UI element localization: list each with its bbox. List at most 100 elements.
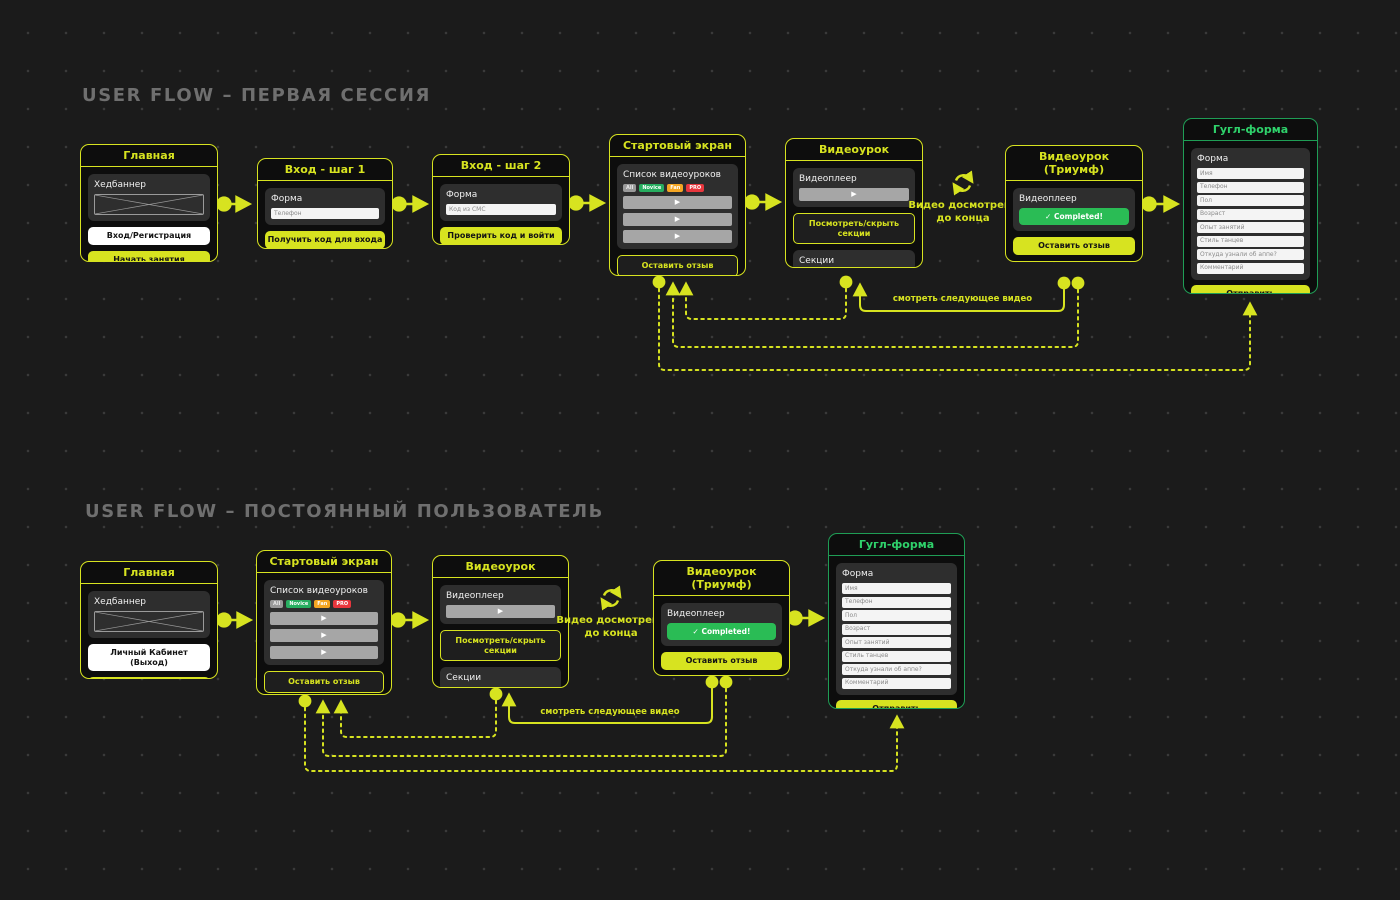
filter-tags: All Novice Fan PRO <box>623 184 732 192</box>
play-icon: ▶ <box>321 648 327 656</box>
card-title: Видеоурок (Триумф) <box>654 561 789 596</box>
image-placeholder <box>94 611 204 632</box>
form-field-comment[interactable]: Комментарий <box>1197 262 1304 274</box>
leave-review-button[interactable]: Оставить отзыв <box>661 652 782 670</box>
watch-next-label-flow2: смотреть следующее видео <box>540 707 680 717</box>
video-player[interactable]: ▶ <box>799 188 909 201</box>
leave-review-button[interactable]: Оставить отзыв <box>617 255 738 275</box>
video-player[interactable]: ▶ <box>446 605 555 618</box>
form-label: Форма <box>446 190 478 200</box>
video-watched-note-flow2: Видео досмотрено до конца <box>551 585 671 640</box>
card-login-step1: Вход - шаг 1 Форма Телефон Получить код … <box>257 158 393 249</box>
form-field-age[interactable]: Возраст <box>1197 208 1304 220</box>
play-icon: ▶ <box>321 614 327 622</box>
form-field-phone[interactable]: Телефон <box>1197 181 1304 193</box>
card-title: Вход - шаг 2 <box>433 155 569 177</box>
card-google-form-flow1: Гугл-форма Форма Имя Телефон Пол Возраст… <box>1183 118 1318 294</box>
form-field-dance-style[interactable]: Стиль танцев <box>842 650 951 662</box>
completed-badge: ✓ Completed! <box>667 623 776 640</box>
next-video-button[interactable]: Следующее видео <box>1013 260 1135 261</box>
submit-button[interactable]: Отправить <box>1191 284 1310 293</box>
player-label: Видеоплеер <box>799 174 857 184</box>
form-field-gender[interactable]: Пол <box>1197 195 1304 206</box>
leave-review-button[interactable]: Оставить отзыв <box>264 671 384 693</box>
check-icon: ✓ <box>692 627 699 636</box>
tag-fan[interactable]: Fan <box>314 600 331 608</box>
video-row[interactable]: ▶ <box>623 213 732 226</box>
edge-triumph-back-to-start <box>665 276 1085 348</box>
tag-pro[interactable]: PRO <box>686 184 705 192</box>
form-label: Форма <box>842 569 874 579</box>
start-lessons-button[interactable]: Начать занятия <box>88 677 210 678</box>
video-list-panel: Список видеоуроков All Novice Fan PRO ▶ … <box>264 580 384 665</box>
form-field-dance-style[interactable]: Стиль танцев <box>1197 235 1304 247</box>
video-watched-line2: до конца <box>584 627 638 639</box>
player-label: Видеоплеер <box>1019 194 1077 204</box>
form-field-experience[interactable]: Опыт занятий <box>842 637 951 648</box>
edge-lesson-back-to-start <box>678 275 853 320</box>
personal-cabinet-button[interactable]: Личный Кабинет (Выход) <box>88 644 210 672</box>
login-register-button[interactable]: Вход/Регистрация <box>88 227 210 245</box>
tag-fan[interactable]: Fan <box>667 184 684 192</box>
card-start-screen-flow2: Стартовый экран Список видеоуроков All N… <box>256 550 392 695</box>
tag-all[interactable]: All <box>270 600 284 608</box>
sections-label: Секции <box>446 673 482 684</box>
form-label: Форма <box>1197 154 1229 164</box>
tag-pro[interactable]: PRO <box>333 600 352 608</box>
form-field-experience[interactable]: Опыт занятий <box>1197 222 1304 233</box>
video-row[interactable]: ▶ <box>270 612 378 625</box>
video-row[interactable]: ▶ <box>270 646 378 659</box>
completed-text: Completed! <box>701 627 751 636</box>
video-row[interactable]: ▶ <box>623 230 732 243</box>
card-triumph-flow1: Видеоурок (Триумф) Видеоплеер ✓ Complete… <box>1005 145 1143 262</box>
card-title: Главная <box>81 562 217 584</box>
play-icon: ▶ <box>674 215 681 223</box>
video-row[interactable]: ▶ <box>623 196 732 209</box>
completed-text: Completed! <box>1053 212 1103 221</box>
card-triumph-flow2: Видеоурок (Триумф) Видеоплеер ✓ Complete… <box>653 560 790 676</box>
leave-review-button[interactable]: Оставить отзыв <box>1013 237 1135 255</box>
submit-button[interactable]: Отправить <box>836 699 957 708</box>
sections-label: Секции <box>799 256 835 267</box>
video-watched-note-flow1: Видео досмотрено до конца <box>903 170 1023 225</box>
tag-novice[interactable]: Novice <box>286 600 312 608</box>
player-panel: Видеоплеер ▶ <box>440 585 561 624</box>
header-banner-panel: Хедбаннер <box>88 591 210 638</box>
tag-novice[interactable]: Novice <box>639 184 665 192</box>
card-title: Гугл-форма <box>829 534 964 556</box>
form-field-referral[interactable]: Откуда узнали об аппе? <box>1197 249 1304 260</box>
card-video-lesson-flow2: Видеоурок Видеоплеер ▶ Посмотреть/скрыть… <box>432 555 569 688</box>
get-code-button[interactable]: Получить код для входа <box>265 231 385 248</box>
sms-code-input[interactable]: Код из СМС <box>446 204 556 215</box>
video-row[interactable]: ▶ <box>270 629 378 642</box>
form-field-phone[interactable]: Телефон <box>842 596 951 608</box>
play-icon: ▶ <box>321 631 327 639</box>
card-title: Стартовый экран <box>257 551 391 573</box>
form-field-age[interactable]: Возраст <box>842 623 951 635</box>
tag-all[interactable]: All <box>623 184 637 192</box>
check-icon: ✓ <box>1045 212 1052 221</box>
card-login-step2: Вход - шаг 2 Форма Код из СМС Проверить … <box>432 154 570 245</box>
card-title: Вход - шаг 1 <box>258 159 392 181</box>
form-panel: Форма Код из СМС <box>440 184 562 221</box>
video-watched-line1: Видео досмотрено <box>908 200 1018 211</box>
toggle-sections-button[interactable]: Посмотреть/скрыть секции <box>440 630 561 662</box>
toggle-sections-button[interactable]: Посмотреть/скрыть секции <box>793 213 915 245</box>
player-label: Видеоплеер <box>446 591 504 601</box>
form-field-name[interactable]: Имя <box>1197 168 1304 179</box>
form-field-comment[interactable]: Комментарий <box>842 677 951 689</box>
form-field-gender[interactable]: Пол <box>842 610 951 621</box>
card-title: Главная <box>81 145 217 167</box>
edge2-lesson-back-to-start <box>333 687 503 738</box>
play-icon: ▶ <box>674 198 681 206</box>
form-field-name[interactable]: Имя <box>842 583 951 594</box>
phone-input[interactable]: Телефон <box>271 208 379 219</box>
flow1-title: USER FLOW – ПЕРВАЯ СЕССИЯ <box>82 85 431 106</box>
player-panel: Видеоплеер ▶ <box>793 168 915 207</box>
start-lessons-button[interactable]: Начать занятия <box>88 250 210 261</box>
verify-code-button[interactable]: Проверить код и войти <box>440 227 562 244</box>
form-label: Форма <box>271 194 303 204</box>
video-list-label: Список видеоуроков <box>270 586 368 596</box>
form-field-referral[interactable]: Откуда узнали об аппе? <box>842 664 951 675</box>
